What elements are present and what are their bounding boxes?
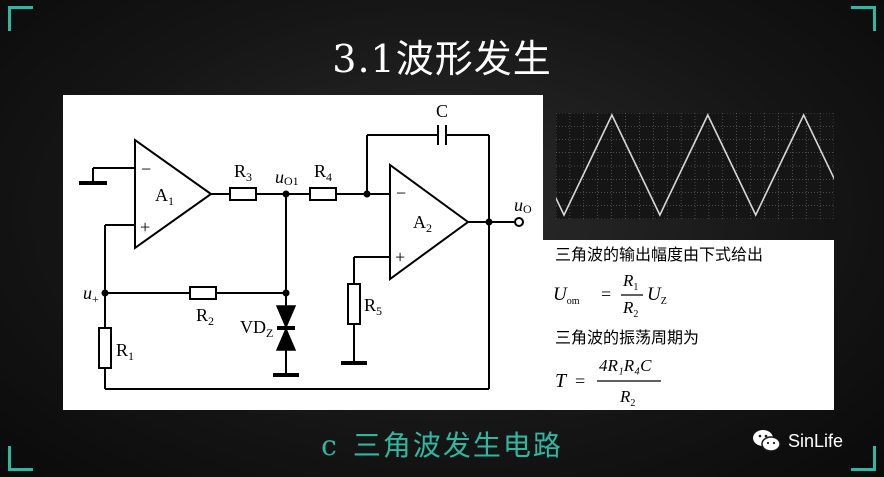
oscilloscope-grid	[555, 112, 835, 220]
r5-resistor	[347, 283, 361, 325]
opamp2-label: A2	[413, 212, 432, 235]
opamp1-label: A1	[155, 185, 174, 208]
diagram-caption: c 三角波发生电路	[0, 424, 884, 464]
caption-letter: c	[321, 429, 339, 462]
amplitude-denominator: R2	[622, 298, 638, 320]
circuit-diagram: C − + − + A1 A2 R3 R4 uO1 uO u+ R2 R1 R5…	[63, 95, 543, 410]
period-numerator: 4R₁R₄C	[599, 356, 652, 375]
r5-label: R5	[364, 295, 382, 318]
opamp1-minus-sign: −	[141, 159, 151, 179]
formula-panel: 三角波的输出幅度由下式给出 Uom = R1 R2 UZ 三角波的振荡周期为 T…	[543, 240, 834, 410]
r1-label: R1	[116, 340, 134, 363]
opamp1-plus-sign: +	[140, 217, 150, 237]
period-denominator: R2	[619, 387, 635, 409]
r2-label: R2	[196, 305, 214, 328]
opamp-a2-symbol	[389, 163, 470, 281]
period-description: 三角波的振荡周期为	[555, 329, 699, 347]
amplitude-equals: =	[601, 284, 611, 304]
corner-frame-top-left	[8, 6, 33, 31]
amplitude-lhs: Uom	[553, 284, 580, 307]
r3-label: R3	[234, 161, 252, 184]
corner-frame-top-right	[851, 6, 876, 31]
wechat-icon	[753, 430, 781, 452]
brand-watermark: SinLife	[752, 425, 843, 457]
uo1-label: uO1	[275, 167, 299, 188]
r2-resistor	[189, 286, 217, 300]
amplitude-numerator: R1	[622, 271, 638, 293]
vdz-label: VDZ	[240, 317, 273, 340]
period-equals: =	[575, 371, 585, 391]
uo-label: uO	[514, 195, 532, 216]
r4-label: R4	[314, 161, 332, 184]
oscilloscope-display	[467, 112, 884, 220]
r3-resistor	[229, 187, 257, 201]
caption-text: 三角波发生电路	[352, 429, 563, 462]
capacitor-label: C	[436, 101, 448, 121]
amplitude-uz: UZ	[647, 284, 667, 307]
period-lhs: T	[555, 370, 568, 392]
r1-resistor	[98, 327, 112, 369]
opamp-a1-symbol	[134, 138, 213, 250]
triangle-waveform	[467, 113, 884, 217]
opamp2-plus-sign: +	[395, 247, 405, 267]
r4-resistor	[309, 187, 337, 201]
corner-frame-bottom-right	[851, 446, 876, 471]
opamp2-minus-sign: −	[396, 183, 406, 203]
corner-frame-bottom-left	[8, 446, 33, 471]
brand-name: SinLife	[788, 430, 844, 451]
amplitude-description: 三角波的输出幅度由下式给出	[555, 246, 763, 264]
uplus-label: u+	[83, 283, 99, 306]
slide-title: 3.1波形发生	[332, 37, 552, 81]
